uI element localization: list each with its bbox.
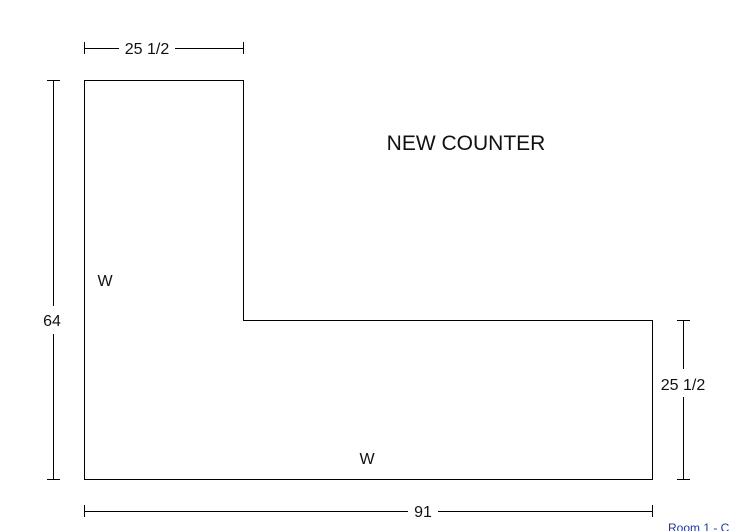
room-caption: Room 1 - C — [668, 521, 730, 531]
counter-title: NEW COUNTER — [387, 132, 546, 155]
right-dimension: 25 1/2 — [661, 320, 706, 480]
wall-label-left: W — [97, 273, 113, 290]
counter-outline — [84, 80, 653, 480]
bottom-dimension: 91 — [84, 504, 653, 521]
bottom-dimension-label: 91 — [414, 504, 432, 521]
left-dimension: 64 — [43, 80, 61, 480]
right-dimension-label: 25 1/2 — [661, 377, 706, 394]
top-dimension-label: 25 1/2 — [125, 41, 170, 58]
wall-label-bottom: W — [359, 451, 375, 468]
top-dimension: 25 1/2 — [84, 41, 244, 58]
left-dimension-label: 64 — [43, 313, 61, 330]
